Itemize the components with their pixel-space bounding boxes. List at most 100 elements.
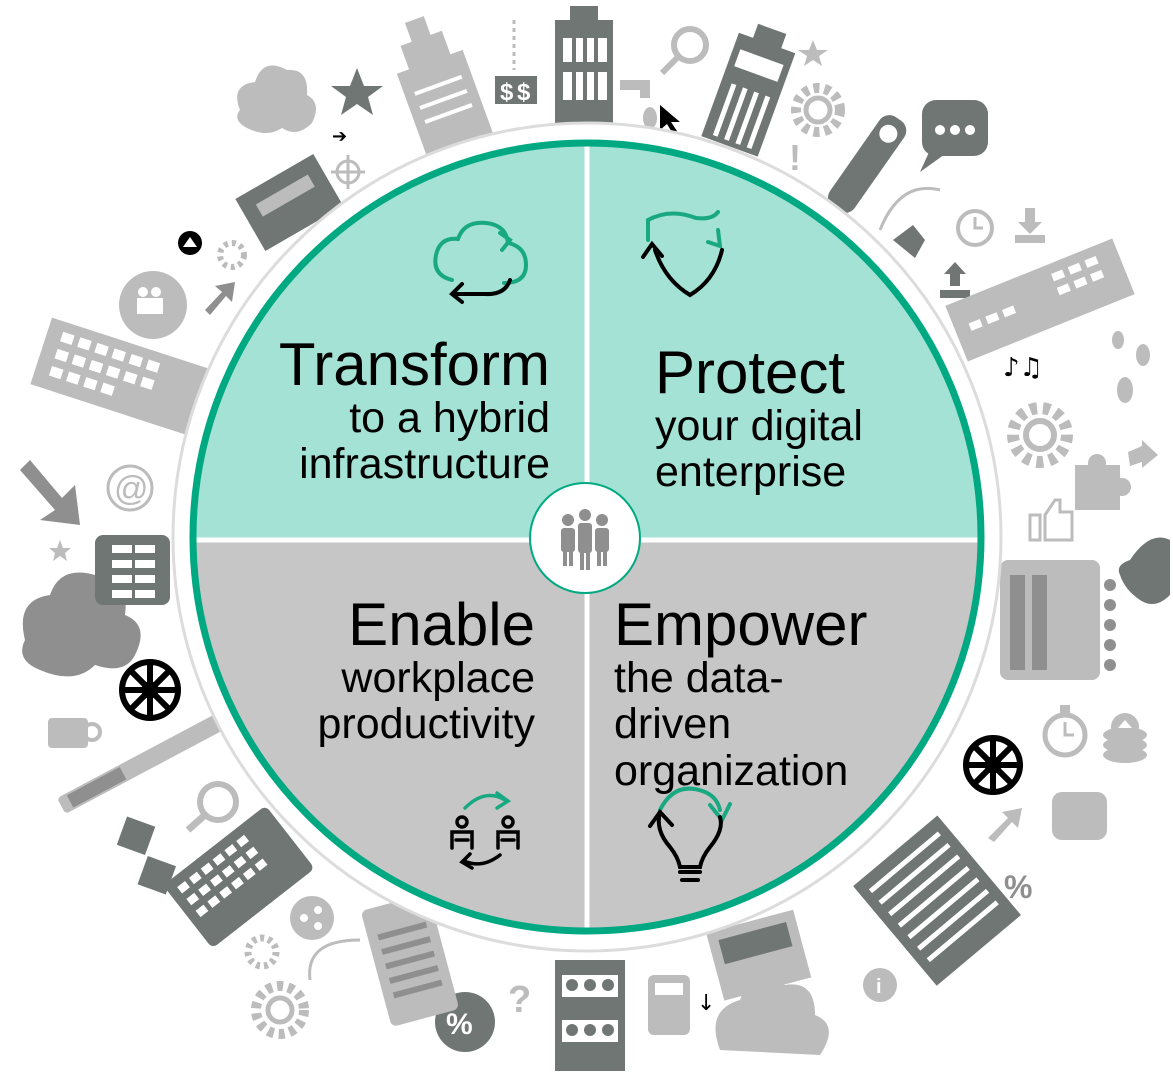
quadrant-enable-subtitle-line-1: workplace [341, 654, 535, 702]
clock-icon [956, 209, 994, 247]
dollar-text-1: $ [500, 79, 514, 106]
magnifier-icon [659, 26, 709, 76]
star-left-icon [49, 540, 71, 561]
quadrant-protect-title: Protect [655, 339, 846, 406]
quadrant-protect-subtitle: your digital enterprise [655, 403, 955, 496]
people-group-icon [561, 509, 609, 570]
arrow-right-icon [1128, 440, 1158, 468]
drop-icon-2 [1117, 377, 1133, 403]
quadrant-enable-subtitle: workplace productivity [230, 655, 535, 748]
quadrant-empower-subtitle: the data- driven organization [614, 654, 914, 795]
gear-icon-5 [217, 240, 247, 270]
target-icon [331, 155, 365, 189]
film-icon [1000, 560, 1116, 680]
chat-small-icon [893, 225, 925, 258]
bottom-building-icon [555, 960, 625, 1071]
quadrant-enable-title: Enable [348, 591, 535, 658]
cursor-icon [660, 105, 680, 134]
calculator-icon [648, 975, 690, 1035]
star-small-icon [798, 40, 828, 66]
dollar-text-2: $ [517, 79, 531, 106]
drop-icon [643, 107, 657, 129]
cup-icon [48, 718, 102, 748]
puzzle-icon [1075, 454, 1131, 510]
percent-text-1: % [446, 1008, 473, 1041]
left-calculator-icon [95, 535, 170, 605]
star-icon [331, 68, 383, 115]
building-icon [555, 6, 613, 135]
left-building-icon [30, 317, 233, 443]
quadrant-transform-subtitle-line-1: to a hybrid [349, 394, 550, 442]
device-icon-topleft [235, 154, 344, 251]
coin-arrow-icon [1118, 720, 1132, 728]
question-text: ? [508, 979, 531, 1021]
quadrant-empower-subtitle-line-3: organization [614, 746, 849, 795]
arrow-down-left-icon [20, 460, 80, 525]
quadrant-empower: Empower the data- driven organization [614, 591, 914, 795]
exclaim-text: ! [789, 137, 801, 178]
typewriter-icon [706, 909, 812, 1001]
quadrant-enable: Enable workplace productivity [230, 595, 535, 748]
money-icon [495, 76, 537, 104]
percent-text-2: % [1004, 869, 1032, 905]
bird-icon [1118, 537, 1170, 604]
upload-icon [940, 262, 970, 298]
video-bubble-icon [119, 271, 187, 339]
cloud-icon-bottom [715, 980, 829, 1055]
thumbs-up-icon [1028, 498, 1074, 542]
gear-icon-1 [791, 83, 845, 137]
bottom-left-building-icon [362, 894, 458, 1026]
bottom-right-building-icon [853, 815, 1021, 986]
quadrant-transform-title: Transform [278, 331, 550, 398]
striped-building-icon [701, 23, 796, 157]
drop-icon-4 [1112, 331, 1124, 349]
download-icon [1015, 208, 1045, 243]
hand-bubble-icon [1052, 792, 1107, 840]
reel-icon-right [963, 735, 1023, 795]
gear-icon-2 [1007, 402, 1073, 468]
shield-sync-icon [641, 210, 724, 298]
at-text: @ [114, 470, 149, 508]
quadrant-protect-subtitle-line-2: enterprise [655, 448, 847, 497]
center-badge [529, 482, 641, 594]
chat-bubble-icon [920, 100, 988, 172]
tiles-icon [116, 816, 177, 895]
arrow-up-right-left-icon [205, 282, 235, 315]
drop-icon-3 [1136, 344, 1150, 366]
cable-icon [878, 186, 941, 231]
quadrant-protect: Protect your digital enterprise [655, 343, 955, 496]
quadrant-empower-subtitle-line-2: driven [614, 700, 732, 749]
keyboard-icon [165, 807, 313, 947]
thermometer-icon [828, 115, 907, 214]
stopwatch-icon [1042, 705, 1088, 758]
pen-icon [58, 705, 241, 813]
share-icon [290, 896, 334, 940]
accent-ring [189, 139, 985, 935]
info-text: i [876, 976, 882, 998]
small-arrow-icon: ➔ [332, 126, 347, 147]
people-exchange-icon [450, 791, 520, 870]
cloud-icon-topleft [237, 65, 316, 133]
gear-icon-3 [251, 981, 309, 1039]
cable-icon-2 [308, 938, 361, 981]
lightbulb-cycle-icon [648, 786, 732, 882]
reel-icon-left [119, 659, 181, 721]
faucet-icon [620, 80, 650, 98]
quadrant-empower-title: Empower [614, 591, 868, 658]
right-building-icon [945, 238, 1135, 362]
quadrant-transform: Transform to a hybrid infrastructure [230, 335, 550, 488]
arrow-up-right-icon [988, 808, 1022, 842]
cloud-sync-icon [433, 220, 529, 304]
eject-icon [178, 231, 202, 255]
music-notes-icon: ♪♫ [1003, 353, 1043, 383]
quadrant-enable-subtitle-line-2: productivity [317, 700, 535, 749]
quadrant-protect-subtitle-line-1: your digital [655, 402, 863, 450]
arrow-down-small-icon: ↓ [697, 991, 715, 1016]
dollar-magnifier-icon [185, 781, 239, 833]
quadrant-empower-subtitle-line-1: the data- [614, 654, 784, 702]
info-icon [863, 968, 897, 1002]
quadrant-transform-subtitle-line-2: infrastructure [299, 440, 550, 489]
at-circle-icon [106, 464, 154, 512]
